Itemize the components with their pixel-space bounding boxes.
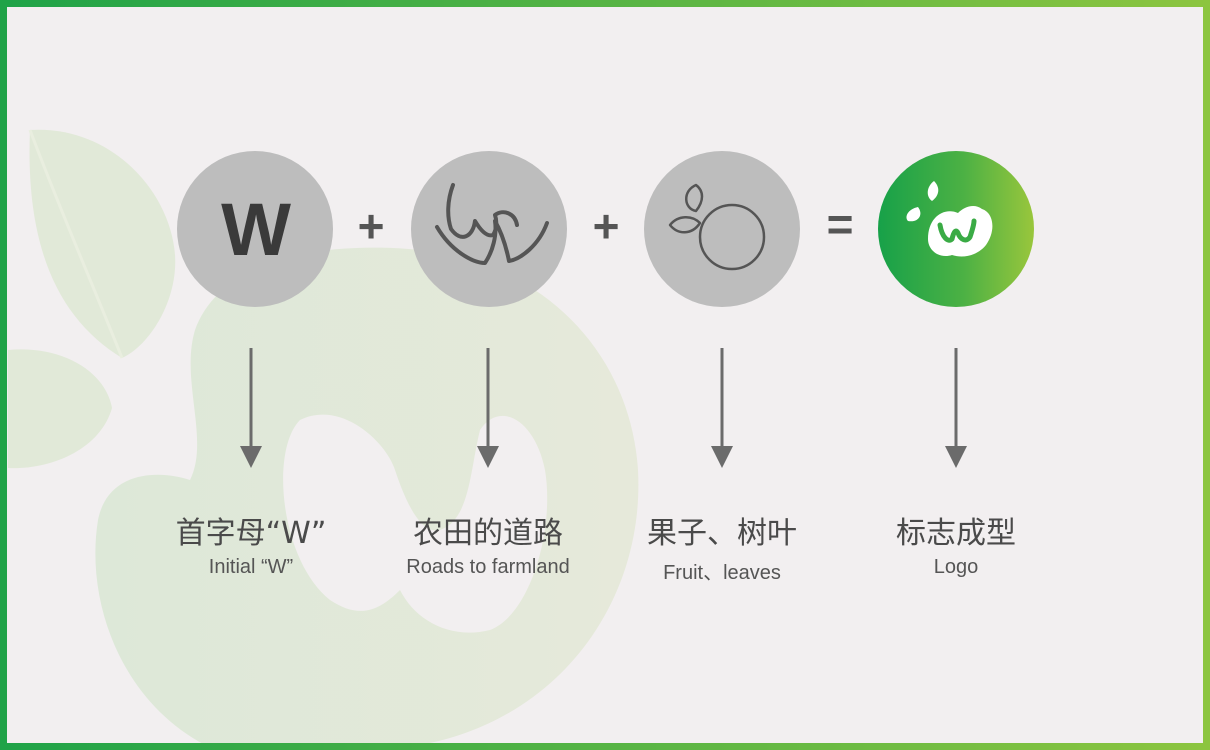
down-arrow-2	[477, 348, 499, 468]
plus-operator-2: +	[592, 200, 620, 252]
label-cn-fruit-leaves: 果子、树叶	[647, 516, 797, 551]
label-en-roads: Roads to farmland	[406, 556, 570, 578]
label-en-fruit-leaves: Fruit、leaves	[663, 562, 781, 584]
final-logo-circle	[878, 151, 1034, 307]
label-cn-logo: 标志成型	[896, 516, 1016, 551]
label-cn-roads: 农田的道路	[413, 516, 563, 551]
letter-w-glyph: W	[221, 187, 291, 271]
plus-operator-1: +	[357, 200, 385, 252]
road-curve-circle	[411, 151, 567, 307]
equals-operator: =	[826, 198, 854, 250]
fruit-leaves-circle	[644, 151, 800, 307]
label-en-logo: Logo	[933, 556, 979, 578]
initial-w-circle: W	[177, 151, 333, 307]
down-arrow-3	[711, 348, 733, 468]
logo-icon	[906, 181, 993, 257]
label-cn-initial-w: 首字母“W”	[175, 516, 327, 551]
fruit-leaves-icon	[668, 183, 766, 271]
down-arrow-1	[240, 348, 262, 468]
down-arrow-4	[945, 348, 967, 468]
road-curve-icon	[435, 183, 549, 265]
label-en-initial-w: Initial “W”	[208, 556, 294, 578]
